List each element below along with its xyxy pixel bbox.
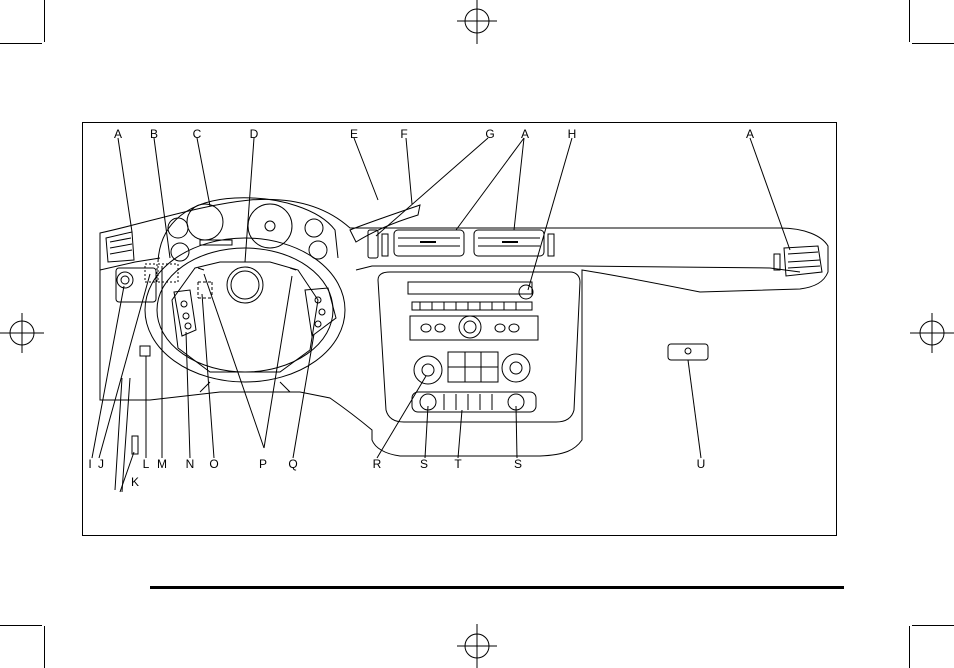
callout-label: M (154, 458, 170, 470)
callout-label: T (450, 458, 466, 470)
callout-label: Q (285, 458, 301, 470)
callout-label: R (369, 458, 385, 470)
callout-label: D (246, 128, 262, 140)
callout-label: G (482, 128, 498, 140)
callout-label: A (517, 128, 533, 140)
callout-label: E (346, 128, 362, 140)
callout-label: A (110, 128, 126, 140)
callout-label: C (189, 128, 205, 140)
callout-label: S (510, 458, 526, 470)
callout-label: O (206, 458, 222, 470)
callout-label: P (255, 458, 271, 470)
callout-label: A (742, 128, 758, 140)
callout-label: S (416, 458, 432, 470)
callout-label: H (564, 128, 580, 140)
callout-label: J (93, 458, 109, 470)
callout-label: B (146, 128, 162, 140)
callout-label: K (127, 476, 143, 488)
callout-label: L (138, 458, 154, 470)
callout-label: N (182, 458, 198, 470)
callout-label: F (396, 128, 412, 140)
callout-label: U (693, 458, 709, 470)
page-footer-rule (150, 586, 844, 589)
